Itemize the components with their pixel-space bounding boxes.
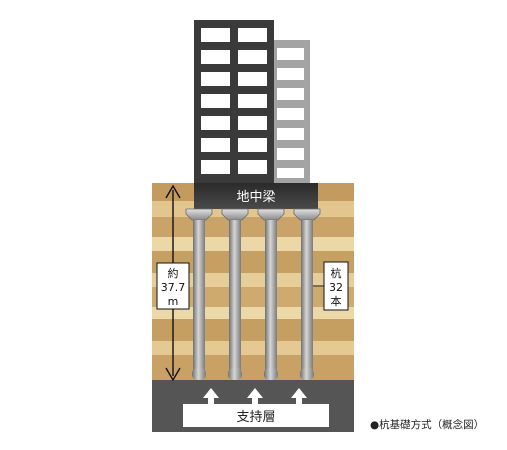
- pile: [185, 208, 213, 380]
- depth-label-line3: m: [168, 295, 179, 308]
- up-arrow-icon: [247, 388, 263, 404]
- depth-label-box: [156, 262, 190, 310]
- pile: [221, 208, 249, 380]
- pile-count-line2: 32: [329, 281, 343, 294]
- ground-beam: [194, 183, 318, 209]
- piles: [185, 208, 321, 380]
- bearing-layer-label-box: [183, 404, 329, 427]
- beam-label: 地中梁: [236, 190, 275, 205]
- diagram-caption: ●杭基礎方式（概念図）: [370, 419, 485, 431]
- depth-label-line1: 約: [168, 266, 179, 280]
- pile-count-line3: 本: [331, 294, 342, 308]
- pile: [257, 208, 285, 380]
- up-arrow-icon: [203, 388, 219, 404]
- pile-count-box: [323, 261, 349, 311]
- building-front: [194, 20, 274, 195]
- pile-count-line1: 杭: [331, 266, 342, 280]
- bearing-layer-label: 支持層: [236, 410, 275, 425]
- depth-label-line2: 37.7: [161, 281, 186, 294]
- pile: [293, 208, 321, 380]
- support-arrows: [203, 388, 307, 404]
- up-arrow-icon: [291, 388, 307, 404]
